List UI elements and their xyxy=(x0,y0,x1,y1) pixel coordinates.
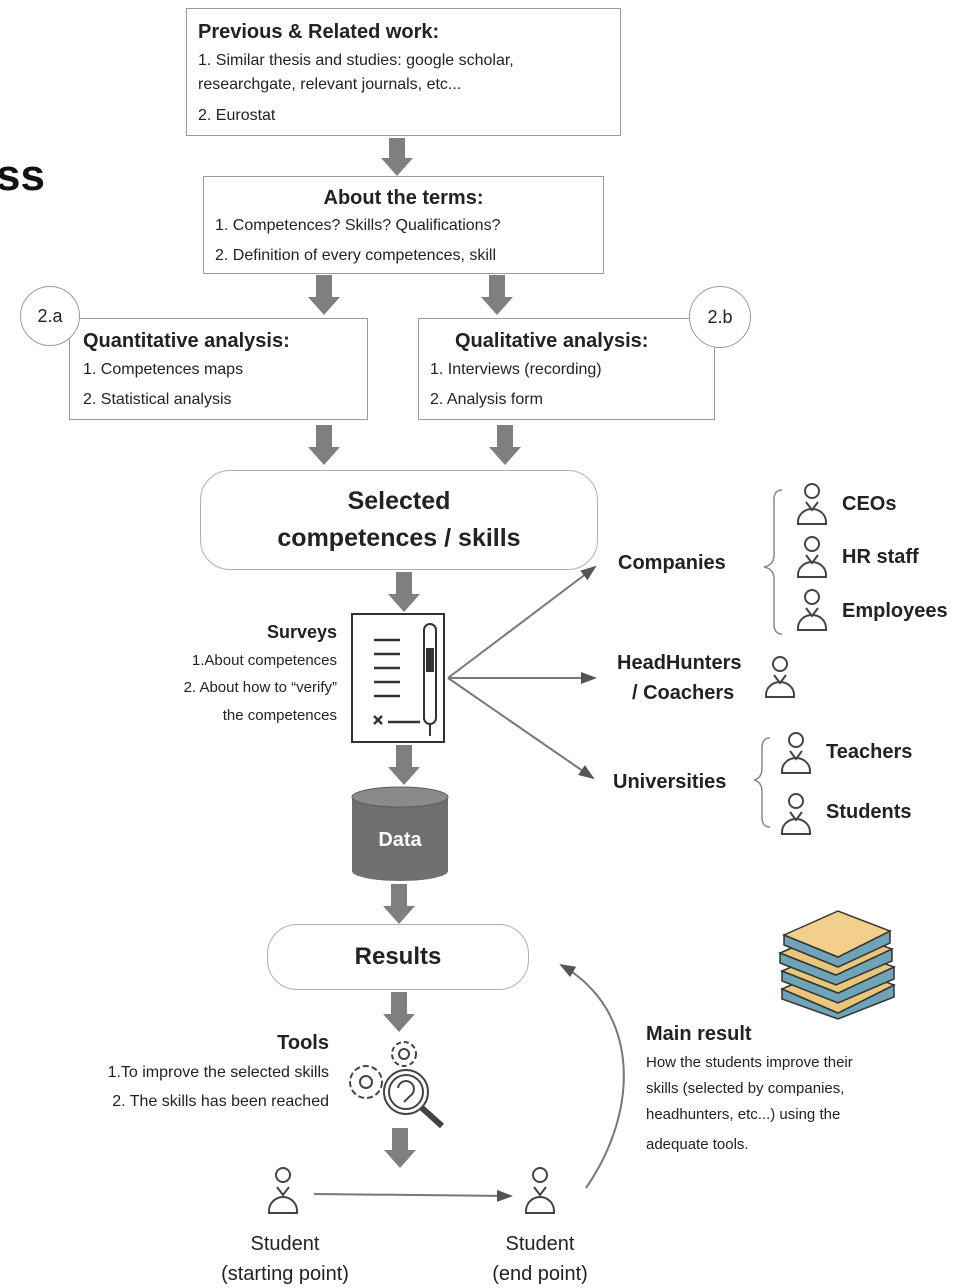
main-result-line-1: How the students improve their xyxy=(646,1054,853,1071)
arrow-to-companies xyxy=(447,565,597,679)
slide-title-fragment: ss xyxy=(0,151,45,200)
qualitative-item-1: 1. Interviews (recording) xyxy=(430,361,602,378)
quantitative-item-1: 1. Competences maps xyxy=(83,361,244,378)
surveys-item-1: 1.About competences xyxy=(191,652,337,669)
survey-clipboard-icon xyxy=(351,613,445,743)
qualitative-box xyxy=(418,318,715,420)
data-label: Data xyxy=(378,829,422,851)
block-arrow xyxy=(489,425,521,465)
student-start-sublabel: (starting point) xyxy=(221,1263,349,1285)
main-result-line-2: skills (selected by companies, xyxy=(646,1080,845,1097)
terms-box xyxy=(203,176,604,274)
main-result-line-4: adequate tools. xyxy=(646,1136,749,1153)
selected-competences-box: Selected competences / skills xyxy=(200,470,598,570)
employees-label: Employees xyxy=(842,600,948,622)
university-student-person-icon xyxy=(781,793,811,835)
headhunters-label-2: / Coachers xyxy=(632,682,735,704)
terms-item-2: 2. Definition of every competences, skil… xyxy=(215,247,497,264)
tools-item-1: 1.To improve the selected skills xyxy=(107,1064,329,1081)
badge-2b: 2.b xyxy=(689,286,751,348)
student-end-label: Student xyxy=(505,1233,575,1255)
block-arrow xyxy=(381,138,413,176)
student-start-person-icon xyxy=(268,1167,298,1214)
tools-title: Tools xyxy=(277,1032,329,1054)
results-label: Results xyxy=(354,943,442,970)
results-box: Results xyxy=(267,924,529,990)
brace-companies xyxy=(763,489,783,635)
selected-line-1: Selected xyxy=(347,486,451,515)
block-arrow xyxy=(388,745,420,785)
badge-2a-label: 2.a xyxy=(37,305,63,326)
students-label: Students xyxy=(826,801,912,823)
selected-line-2: competences / skills xyxy=(277,524,521,552)
tools-item-2: 2. The skills has been reached xyxy=(112,1093,329,1110)
previous-work-item-2: 2. Eurostat xyxy=(198,107,276,124)
main-result-line-3: headhunters, etc...) using the xyxy=(646,1106,841,1123)
qualitative-item-2: 2. Analysis form xyxy=(430,391,543,408)
block-arrow xyxy=(481,275,513,315)
quantitative-item-2: 2. Statistical analysis xyxy=(83,391,232,408)
previous-work-item-1: 1. Similar thesis and studies: google sc… xyxy=(198,52,514,69)
universities-label: Universities xyxy=(613,771,727,793)
student-end-person-icon xyxy=(525,1167,555,1214)
student-start-label: Student xyxy=(250,1233,320,1255)
headhunter-person-icon xyxy=(765,656,795,698)
data-database-icon xyxy=(351,786,449,881)
terms-title: About the terms: xyxy=(323,187,484,209)
surveys-item-3: the competences xyxy=(222,707,337,724)
hr-person-icon xyxy=(797,536,827,578)
quantitative-title: Quantitative analysis: xyxy=(83,330,290,352)
block-arrow xyxy=(384,1128,416,1168)
hr-staff-label: HR staff xyxy=(842,546,919,568)
block-arrow xyxy=(383,884,415,924)
companies-label: Companies xyxy=(618,552,726,574)
badge-2b-label: 2.b xyxy=(707,306,733,327)
surveys-item-2: 2. About how to “verify” xyxy=(183,679,337,696)
teacher-person-icon xyxy=(781,732,811,774)
gears-magnifier-icon xyxy=(349,1041,445,1129)
ceo-person-icon xyxy=(797,483,827,525)
books-stack-icon xyxy=(778,910,896,1020)
block-arrow xyxy=(383,992,415,1032)
badge-2a: 2.a xyxy=(20,286,80,346)
qualitative-title: Qualitative analysis: xyxy=(455,330,649,352)
arrow-back-to-results xyxy=(559,964,625,1189)
arrow-student-progress xyxy=(313,1189,513,1202)
headhunters-label-1: HeadHunters xyxy=(617,652,742,674)
teachers-label: Teachers xyxy=(826,741,913,763)
block-arrow xyxy=(388,572,420,612)
arrow-to-universities xyxy=(447,677,595,780)
brace-universities xyxy=(753,737,771,828)
block-arrow xyxy=(308,425,340,465)
previous-work-box xyxy=(186,8,621,136)
terms-item-1: 1. Competences? Skills? Qualifications? xyxy=(215,217,501,234)
block-arrow xyxy=(308,275,340,315)
ceos-label: CEOs xyxy=(842,493,897,515)
previous-work-item-1-cont: researchgate, relevant journals, etc... xyxy=(198,76,462,93)
previous-work-title: Previous & Related work: xyxy=(198,21,440,43)
quantitative-box xyxy=(69,318,368,420)
employee-person-icon xyxy=(797,589,827,631)
main-result-title: Main result xyxy=(646,1023,752,1045)
student-end-sublabel: (end point) xyxy=(492,1263,588,1285)
flow-arrows xyxy=(308,138,521,1168)
surveys-title: Surveys xyxy=(266,622,337,642)
